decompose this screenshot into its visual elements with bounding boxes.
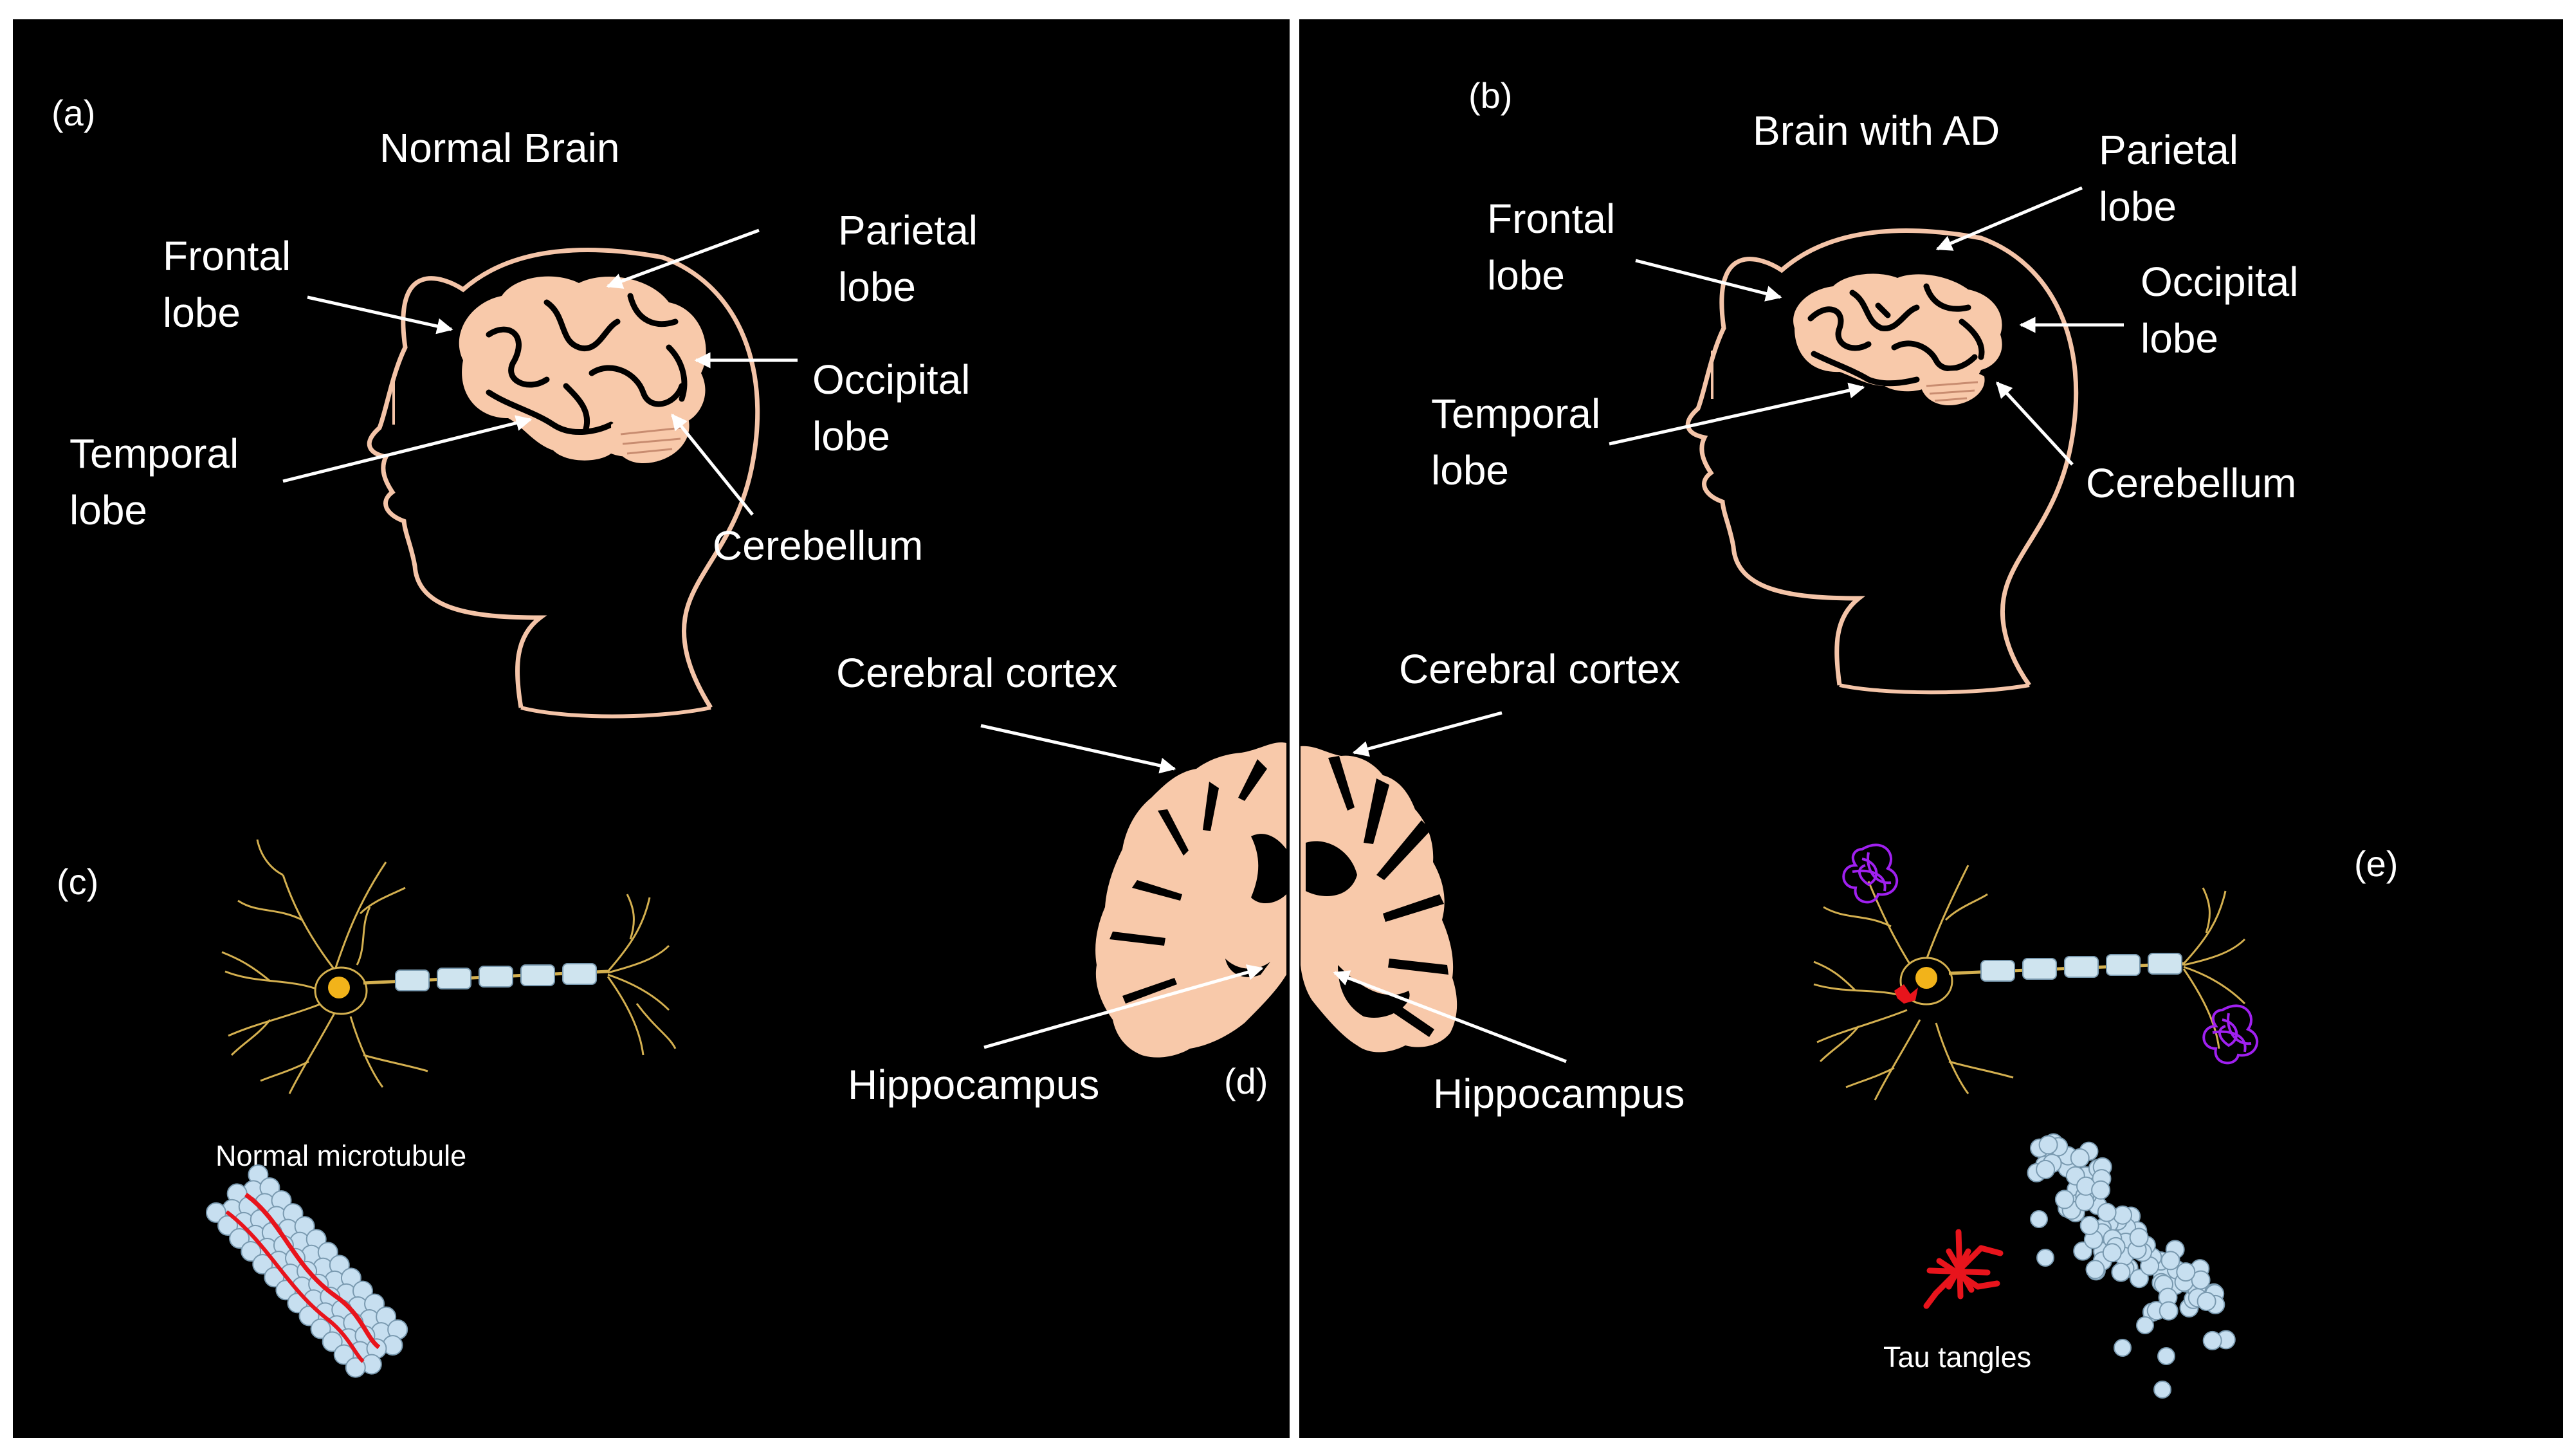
tau-in-soma — [1894, 984, 1918, 1004]
arrow-temporal-ad — [1609, 382, 1865, 446]
panel-d-label: (d) — [1224, 1061, 1268, 1101]
normal-occipital-label-1: Occipital — [812, 356, 970, 403]
panel-e-label: (e) — [2354, 843, 2398, 884]
arrow-hippo-left — [983, 964, 1264, 1049]
tubulin-bead — [2038, 1135, 2058, 1155]
ad-parietal-label-2: lobe — [2099, 183, 2177, 230]
arrow-cortex-right — [1352, 711, 1503, 757]
tubulin-bead — [2102, 1243, 2122, 1263]
ad-neuron-nucleus — [1915, 967, 1937, 989]
tubulin-bead — [2030, 1210, 2048, 1228]
normal-cerebellum-label: Cerebellum — [713, 522, 923, 569]
hippo-left-label: Hippocampus — [848, 1061, 1099, 1108]
tubulin-bead — [2097, 1202, 2117, 1222]
ad-occipital-label-1: Occipital — [2141, 259, 2298, 305]
tubulin-bead — [2202, 1330, 2222, 1350]
arrow-frontal-ad — [1635, 259, 1782, 302]
tubulin-bead — [2197, 1291, 2216, 1311]
cortex-right-label: Cerebral cortex — [1399, 646, 1681, 692]
normal-parietal-label-1: Parietal — [838, 207, 978, 253]
tubulin-bead — [2079, 1215, 2099, 1235]
normal-frontal-label-1: Frontal — [163, 233, 291, 279]
ad-brain-title: Brain with AD — [1753, 107, 2000, 154]
arrow-temporal-normal — [282, 415, 533, 483]
arrow-cerebellum-ad — [1996, 381, 2074, 466]
amyloid-plaque-bottom — [2202, 1004, 2259, 1065]
ad-frontal-label-2: lobe — [1487, 252, 1565, 299]
normal-brain-title: Normal Brain — [379, 125, 619, 171]
panel-c-label: (c) — [57, 861, 98, 902]
panel-a-label: (a) — [51, 93, 95, 133]
tubulin-bead — [2091, 1180, 2111, 1200]
tubulin-bead — [2129, 1227, 2149, 1247]
ad-head-outline — [1685, 228, 2079, 695]
hippo-right-label: Hippocampus — [1433, 1071, 1685, 1117]
normal-head-outline — [367, 248, 760, 719]
normal-brain-section — [1095, 742, 1286, 1058]
normal-brain-icon — [459, 276, 706, 463]
arrow-parietal-normal — [606, 228, 760, 289]
arrow-cerebellum-normal — [671, 414, 754, 516]
disrupted-microtubule — [2027, 1133, 2236, 1399]
normal-temporal-label-1: Temporal — [69, 430, 239, 477]
arrow-parietal-ad — [1935, 186, 2083, 251]
tubulin-bead — [2111, 1262, 2131, 1282]
arrow-frontal-normal — [307, 295, 453, 335]
tau-tangles-label: Tau tangles — [1883, 1341, 2031, 1374]
ad-temporal-label-2: lobe — [1431, 447, 1509, 493]
tubulin-bead — [2113, 1205, 2132, 1225]
normal-frontal-label-2: lobe — [163, 289, 241, 336]
tubulin-bead — [2036, 1249, 2054, 1267]
ad-neuron — [1813, 843, 2259, 1101]
ad-parietal-label-1: Parietal — [2099, 127, 2238, 173]
normal-microtubule — [205, 1164, 408, 1378]
left-panel-background — [13, 19, 1290, 1438]
tubulin-bead — [2085, 1260, 2105, 1280]
tubulin-bead — [2153, 1381, 2171, 1399]
right-panel-background — [1299, 19, 2563, 1438]
tau-tangle — [1923, 1229, 2004, 1309]
tubulin-bead — [2054, 1190, 2074, 1209]
tubulin-bead — [2176, 1262, 2196, 1282]
ad-temporal-label-1: Temporal — [1431, 391, 1600, 437]
normal-parietal-label-2: lobe — [838, 264, 916, 310]
ad-cerebellum-label: Cerebellum — [2086, 460, 2296, 506]
tubulin-bead — [2159, 1301, 2179, 1321]
tubulin-bead — [2157, 1347, 2175, 1365]
tubulin-bead — [2114, 1339, 2132, 1357]
arrow-hippo-right — [1333, 970, 1567, 1063]
tubulin-bead — [2129, 1269, 2149, 1289]
arrow-cortex-left — [980, 724, 1176, 774]
normal-neuron — [221, 839, 677, 1094]
cortex-left-label: Cerebral cortex — [836, 650, 1118, 696]
tubulin-bead — [2036, 1159, 2056, 1179]
panel-b-label: (b) — [1468, 75, 1512, 116]
normal-temporal-label-2: lobe — [69, 487, 147, 533]
tubulin-bead — [2136, 1316, 2154, 1334]
ad-brain-icon — [1793, 273, 2002, 405]
ad-occipital-label-2: lobe — [2141, 315, 2218, 362]
tubulin-bead — [2160, 1251, 2180, 1271]
ad-frontal-label-1: Frontal — [1487, 196, 1615, 242]
normal-neuron-nucleus — [328, 977, 350, 998]
amyloid-plaque-top — [1842, 843, 1899, 904]
tubulin-bead — [2070, 1148, 2090, 1168]
normal-occipital-label-2: lobe — [812, 413, 890, 459]
